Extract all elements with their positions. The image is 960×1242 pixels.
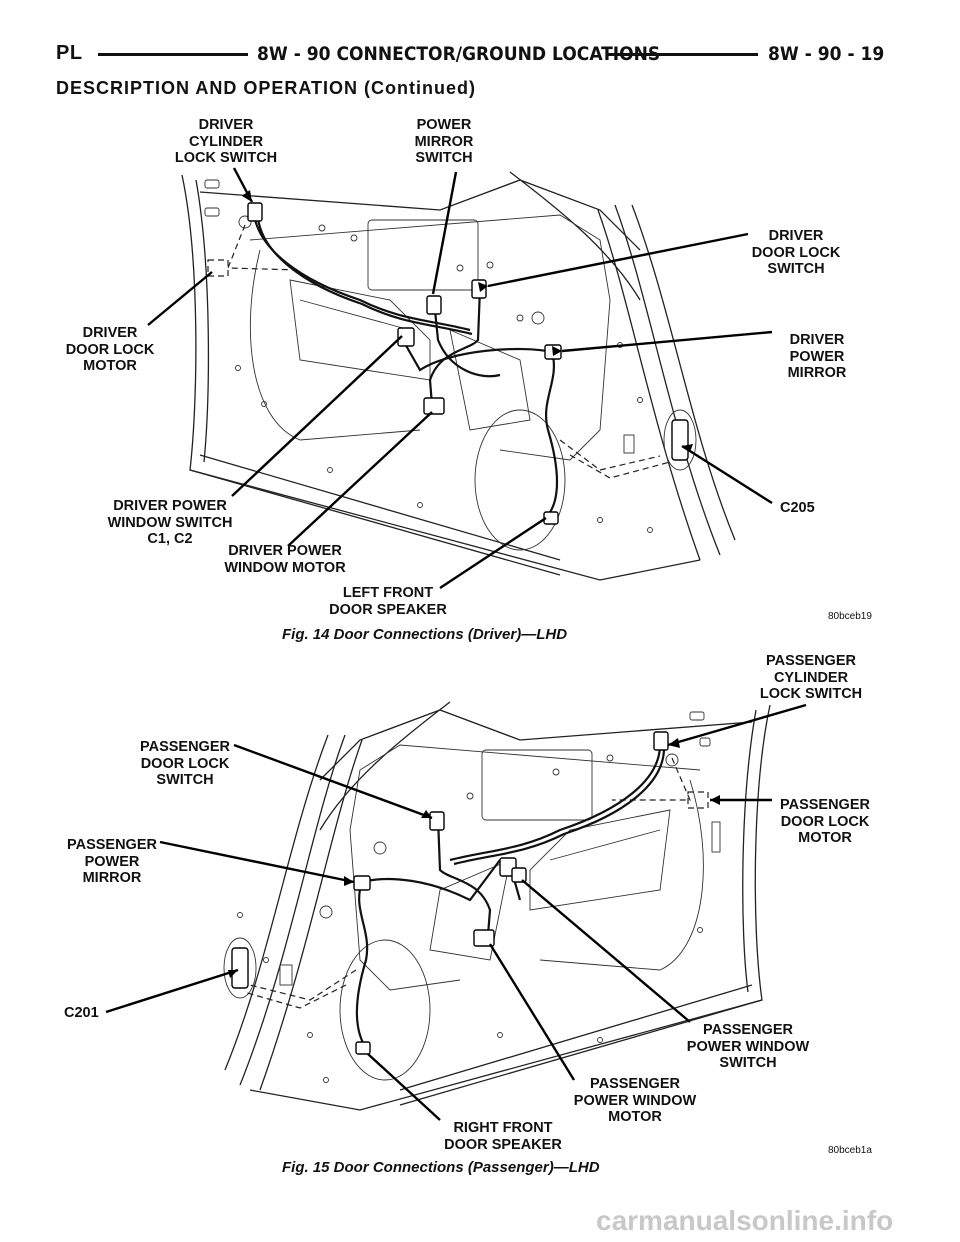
label-c201: C201: [64, 1005, 99, 1021]
header-rule-left: [98, 53, 248, 56]
figure15-caption: Fig. 15 Door Connections (Passenger)—LHD: [282, 1159, 600, 1176]
figure14-caption: Fig. 14 Door Connections (Driver)—LHD: [282, 626, 568, 643]
driver-leader-lines: [147, 167, 773, 590]
passenger-door-illustration: [223, 701, 771, 1111]
figure14-code: 80bceb19: [828, 611, 872, 622]
section-subheader: DESCRIPTION AND OPERATION (Continued): [56, 78, 476, 98]
passenger-leader-lines: [105, 703, 807, 1121]
header-rule-right: [606, 53, 758, 56]
header-page-number: 8W - 90 - 19: [768, 43, 885, 65]
header-title: 8W - 90 CONNECTOR/GROUND LOCATIONS: [257, 43, 661, 65]
header-section-code: PL: [56, 42, 83, 64]
figure15-code: 80bceb1a: [828, 1145, 872, 1156]
watermark: carmanualsonline.info: [596, 1205, 894, 1236]
label-c205: C205: [780, 500, 815, 516]
driver-door-illustration: [181, 171, 736, 581]
